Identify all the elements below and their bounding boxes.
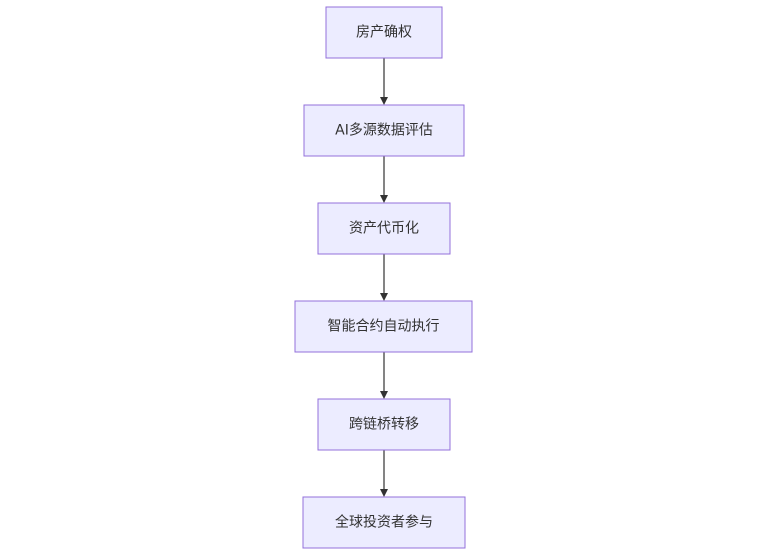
- flow-node-1: 房产确权: [325, 6, 443, 59]
- arrow-head: [380, 391, 388, 399]
- flow-arrow-4: [380, 352, 388, 399]
- flow-arrow-5: [380, 450, 388, 497]
- flow-node-box: [325, 6, 443, 59]
- flowchart-edges: [380, 58, 388, 497]
- arrow-head: [380, 97, 388, 105]
- flow-node-box: [317, 398, 451, 451]
- flow-node-6: 全球投资者参与: [302, 496, 466, 549]
- flow-node-4: 智能合约自动执行: [294, 300, 473, 353]
- flow-node-box: [317, 202, 451, 255]
- flow-node-3: 资产代币化: [317, 202, 451, 255]
- flow-node-box: [303, 104, 465, 157]
- flow-node-label: 全球投资者参与: [335, 514, 433, 531]
- flow-node-box: [294, 300, 473, 353]
- flow-arrow-3: [380, 254, 388, 301]
- flow-node-label: 房产确权: [356, 25, 412, 41]
- flow-node-label: 资产代币化: [349, 221, 419, 237]
- flow-node-label: AI多源数据评估: [335, 122, 433, 139]
- flow-arrow-1: [380, 58, 388, 105]
- flow-node-5: 跨链桥转移: [317, 398, 451, 451]
- flow-arrow-2: [380, 156, 388, 203]
- flow-node-label: 跨链桥转移: [349, 417, 419, 433]
- flow-node-2: AI多源数据评估: [303, 104, 465, 157]
- flow-node-box: [302, 496, 466, 549]
- arrow-head: [380, 489, 388, 497]
- arrow-head: [380, 293, 388, 301]
- flow-node-label: 智能合约自动执行: [328, 319, 440, 335]
- arrow-head: [380, 195, 388, 203]
